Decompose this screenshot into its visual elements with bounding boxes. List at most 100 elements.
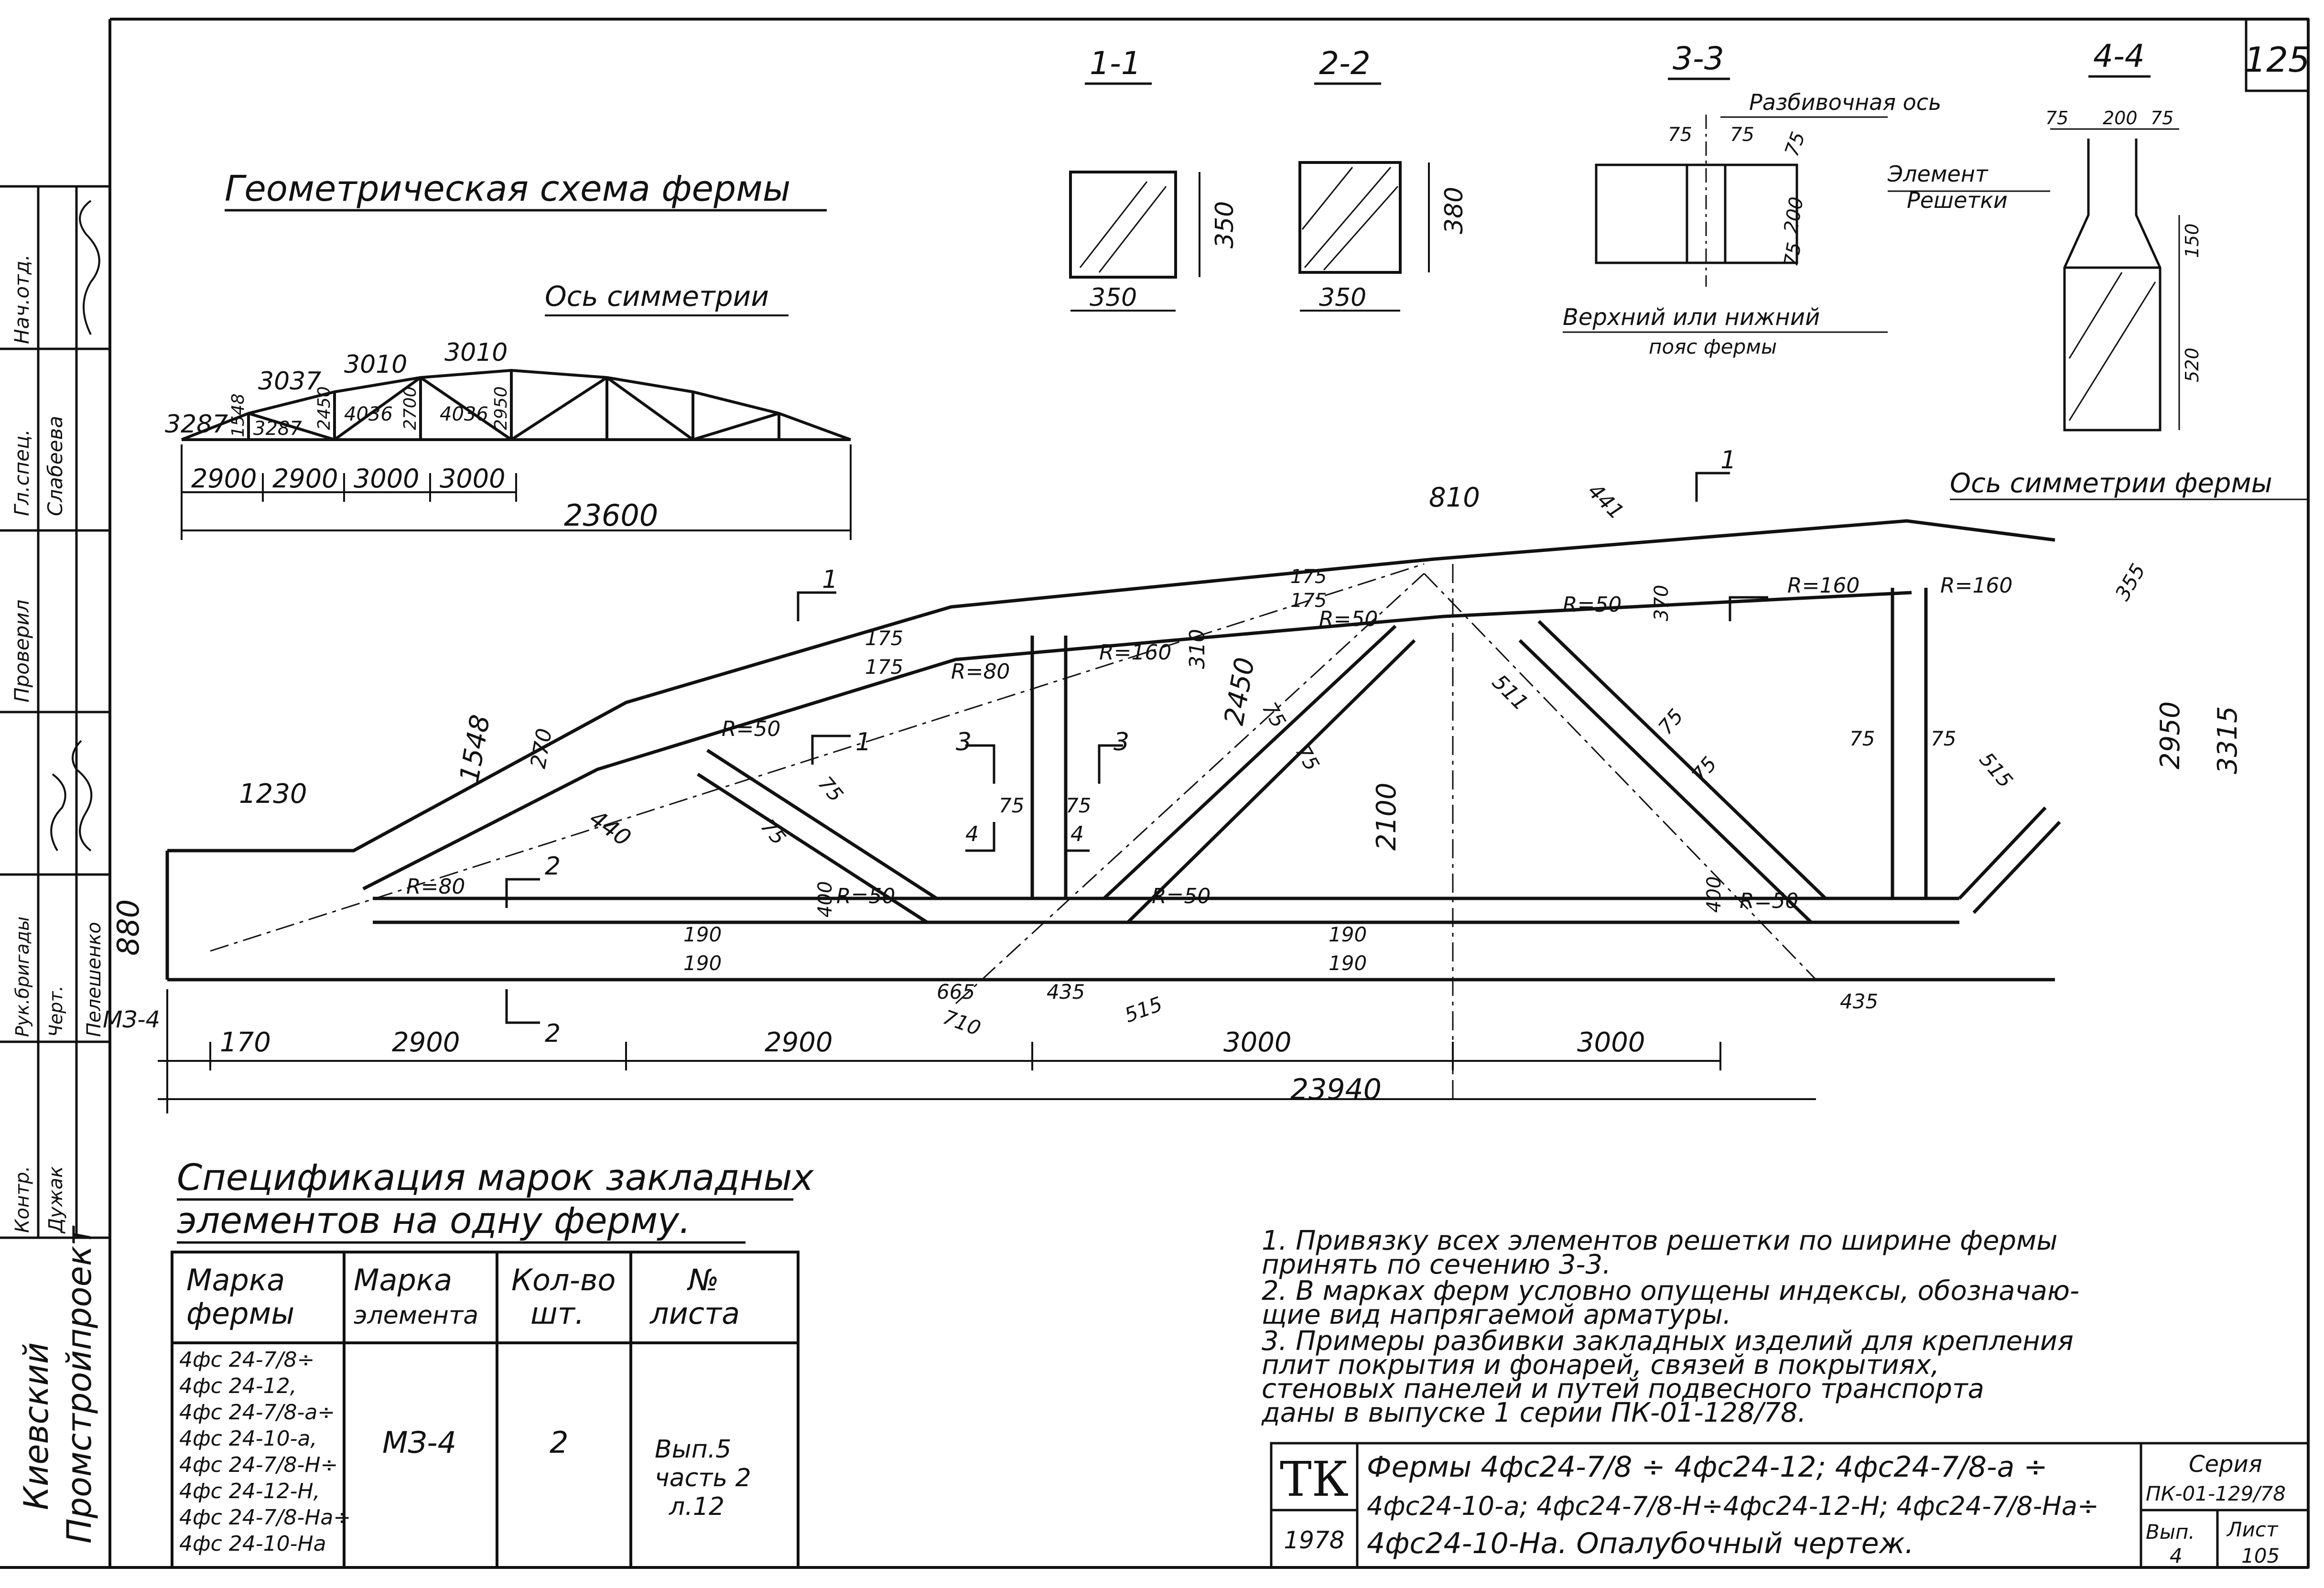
radius-label: R=160 (1787, 573, 1859, 598)
cut-label: 4 (1070, 822, 1084, 846)
section-dim: 200 (2103, 108, 2138, 129)
dim-label: 190 (1329, 951, 1367, 975)
farm-mark: 4фс 24-7/8-Н÷ (179, 1453, 338, 1477)
stamp-row-label: Проверил (10, 600, 33, 702)
radius-label: R=50 (1152, 884, 1211, 908)
stamp-name: Дужак (45, 1166, 67, 1234)
dim-label: 515 (1122, 992, 1166, 1027)
geometric-scheme: Геометрическая схема фермы Ось симметрии… (165, 168, 852, 540)
title-year: 1978 (1284, 1526, 1344, 1554)
scheme-diagonal-length: 4036 (440, 403, 488, 425)
cut-label: 1 (822, 565, 838, 594)
scheme-height: 2450 (314, 386, 334, 430)
section-dim: 75 (2045, 108, 2068, 129)
cut-label: 1 (855, 728, 871, 756)
radius-label: R=50 (1319, 607, 1378, 631)
stamp-name: Пелешенко (83, 922, 105, 1037)
spec-qty: 2 (550, 1425, 568, 1460)
note-line: принять по сечению 3-3. (1262, 1249, 1611, 1280)
series-label: Серия (2189, 1451, 2262, 1478)
farm-mark: 4фс 24-7/8-а÷ (179, 1400, 335, 1425)
radius-label: R=80 (406, 875, 465, 899)
section-dim: 75 (1780, 241, 1806, 269)
note-line: щие вид напрягаемой арматуры. (1262, 1299, 1731, 1330)
sheet-label: Лист (2226, 1518, 2279, 1541)
scheme-axis-label: Ось симметрии (545, 280, 769, 313)
cut-label: 4 (965, 822, 979, 846)
dim-label: 665 (937, 980, 975, 1004)
dim-label: 1230 (239, 778, 307, 810)
dim-label: 75 (1654, 704, 1688, 739)
radius-label: R=80 (951, 659, 1010, 684)
dim-label: 515 (1975, 748, 2017, 792)
scheme-panel-length: 2900 (191, 464, 257, 494)
title-line: Фермы 4фс24-7/8 ÷ 4фс24-12; 4фс24-7/8-а … (1367, 1450, 2048, 1484)
spec-element: МЗ-4 (382, 1425, 456, 1460)
total-length: 23940 (1290, 1073, 1382, 1106)
scheme-diagonal-length: 4036 (344, 403, 393, 425)
section-label: 1-1 (1090, 45, 1141, 82)
farm-mark: 4фс 24-7/8-На÷ (179, 1505, 351, 1530)
dim-label: 400 (814, 881, 836, 918)
spec-header: фермы (186, 1296, 294, 1331)
scheme-height: 1548 (228, 393, 248, 437)
farm-mark: 4фс 24-10-а, (179, 1426, 317, 1451)
element-label: Элемент (1887, 161, 1989, 187)
spec-header: Марка (186, 1263, 285, 1297)
series-value: ПК-01-129/78 (2146, 1482, 2286, 1505)
scheme-diagonal-length: 3287 (253, 418, 302, 440)
cut-label: 2 (545, 852, 561, 881)
truss-axis-label: Ось симметрии фермы (1950, 468, 2272, 499)
section-height: 380 (1440, 187, 1469, 234)
scheme-span: 23600 (564, 498, 658, 533)
radius-label: R=50 (1740, 889, 1798, 913)
spec-header: элемента (354, 1301, 478, 1330)
note-line: 3. Примеры разбивки закладных изделий дл… (1262, 1326, 2074, 1357)
section-2-2: 2-2 350 380 (1298, 45, 1469, 312)
radius-label: R=50 (836, 884, 895, 908)
scheme-top-chord-length: 3010 (444, 338, 508, 367)
spec-header: листа (649, 1296, 740, 1331)
geometric-scheme-title: Геометрическая схема фермы (225, 168, 790, 209)
section-1-1: 1-1 350 350 (1069, 45, 1239, 312)
section-label: 3-3 (1673, 40, 1724, 77)
section-dim: 200 (1780, 195, 1808, 235)
spec-table-grid (171, 1251, 800, 1569)
signatures (50, 200, 100, 852)
scheme-top-chord-length: 3287 (165, 410, 228, 439)
section-cut-marks: 1 1 1 2 2 3 3 4 4 (505, 446, 1768, 1048)
dim-label: 175 (1290, 566, 1327, 588)
spec-header: № (687, 1263, 719, 1297)
scheme-top-chord-length: 3037 (258, 367, 321, 396)
note-line: 1. Привязку всех элементов решетки по ши… (1262, 1225, 2057, 1256)
dim-label: 190 (683, 951, 722, 975)
dim-label: 75 (999, 794, 1024, 817)
bottom-dim: 2900 (392, 1027, 460, 1058)
scheme-panel-length: 2900 (272, 464, 338, 494)
dim-label: 2950 (2155, 701, 2186, 769)
section-dim: 75 (1668, 124, 1692, 146)
bottom-dim: 3000 (1577, 1027, 1645, 1058)
farm-mark: 4фс 24-12-Н, (179, 1479, 320, 1503)
dim-label: 440 (584, 805, 636, 852)
title-line: 4фс24-10-На. Опалубочный чертеж. (1367, 1527, 1914, 1560)
section-dim: 75 (1730, 124, 1754, 146)
dim-label: 435 (1840, 990, 1878, 1013)
spec-header: шт. (530, 1296, 584, 1331)
section-3-3: 3-3 Разбивочная ось 75 75 75 200 75 Элем… (1563, 40, 2050, 358)
dim-label: 3315 (2212, 706, 2243, 774)
side-stamp: Киевский Промстройпроект Нач.отд. Гл.спе… (0, 185, 110, 1544)
stamp-row-label: Рук.бригады (12, 917, 33, 1037)
section-label: 2-2 (1319, 45, 1371, 82)
dim-label: 75 (1931, 727, 1956, 750)
spec-sheet: Вып.5 (655, 1435, 731, 1464)
farm-mark: 4фс 24-12, (179, 1374, 297, 1398)
stamp-row-label: Черт. (45, 985, 66, 1037)
dim-label: 190 (683, 923, 722, 946)
truss-outline (165, 519, 2061, 982)
page-number-box: 125 (2244, 18, 2310, 92)
spec-header: Марка (354, 1263, 452, 1297)
dim-label: 175 (1290, 590, 1327, 612)
title-block: ТК 1978 Фермы 4фс24-7/8 ÷ 4фс24-12; 4фс2… (1270, 1442, 2310, 1569)
title-line: 4фс24-10-а; 4фс24-7/8-Н÷4фс24-12-Н; 4фс2… (1367, 1491, 2099, 1521)
